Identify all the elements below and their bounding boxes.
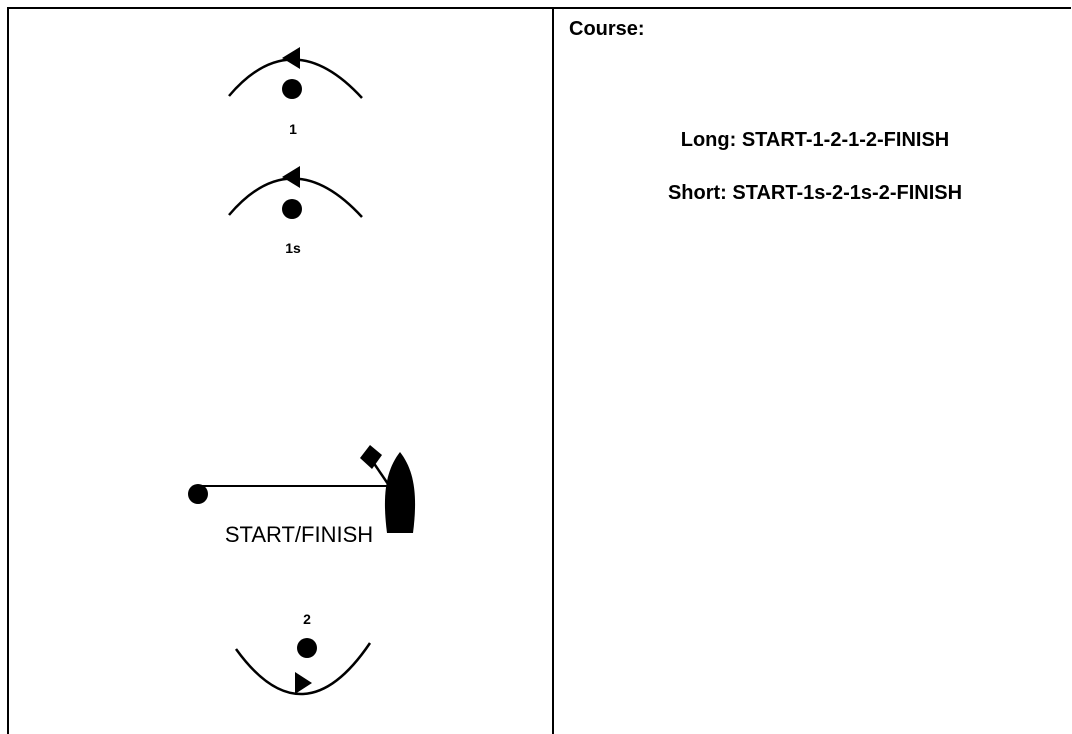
committee-boat-icon (384, 452, 416, 533)
start-finish-label: START/FINISH (225, 522, 373, 547)
pin-buoy-icon (188, 484, 208, 504)
mark-1: 1 (228, 47, 363, 137)
course-table (7, 7, 1071, 734)
mark-label: 2 (303, 611, 311, 627)
start-finish-line: START/FINISH (188, 445, 416, 547)
mark-2: 2 (234, 611, 372, 696)
mark-1s: 1s (228, 166, 363, 256)
cell-divider (552, 7, 554, 734)
direction-arrow-icon (282, 47, 300, 69)
rounding-arc-icon (234, 642, 372, 696)
course-diagram: 1 1s START/FINISH 2 (188, 47, 416, 696)
mark-label: 1 (289, 121, 297, 137)
flag-icon (360, 445, 382, 469)
direction-arrow-icon (295, 672, 312, 694)
course-short: Short: START-1s-2-1s-2-FINISH (667, 182, 963, 204)
buoy-icon (282, 79, 302, 99)
buoy-icon (297, 638, 317, 658)
course-long: Long: START-1-2-1-2-FINISH (680, 129, 950, 151)
course-title: Course: (569, 18, 645, 40)
buoy-icon (282, 199, 302, 219)
mark-label: 1s (285, 240, 301, 256)
direction-arrow-icon (282, 166, 300, 188)
